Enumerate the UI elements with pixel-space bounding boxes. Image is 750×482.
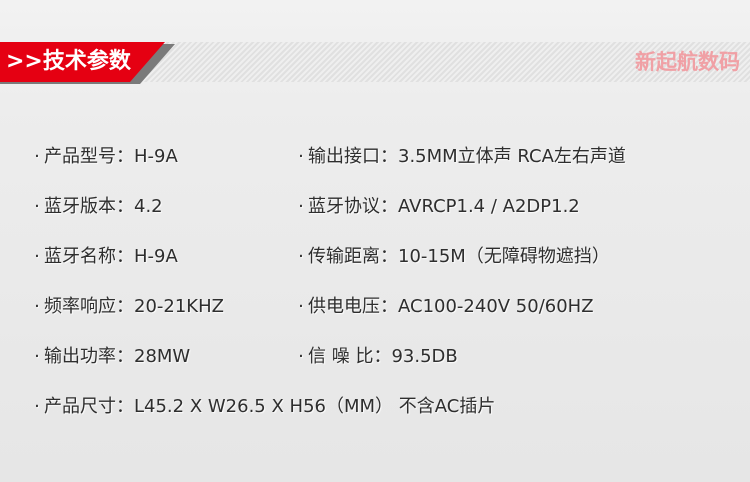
- spec-supply-voltage: ·供电电压：AC100-240V 50/60HZ: [294, 292, 594, 322]
- spec-bt-name: ·蓝牙名称：H-9A: [30, 242, 178, 272]
- spec-dimensions: ·产品尺寸：L45.2 X W26.5 X H56（MM） 不含AC插片: [30, 392, 495, 422]
- spec-text: 频率响应：20-21KHZ: [44, 296, 224, 317]
- brand-logo-text: 新起航数码: [635, 49, 740, 74]
- bullet-icon: ·: [298, 296, 304, 317]
- bullet-icon: ·: [298, 246, 304, 267]
- section-header: >>技术参数 新起航数码: [0, 42, 750, 84]
- spec-bt-protocol: ·蓝牙协议：AVRCP1.4 / A2DP1.2: [294, 192, 580, 222]
- spec-text: 信 噪 比：93.5DB: [308, 346, 458, 367]
- spec-snr: ·信 噪 比：93.5DB: [294, 342, 458, 372]
- bullet-icon: ·: [34, 396, 40, 417]
- spec-bt-version: ·蓝牙版本：4.2: [30, 192, 163, 222]
- section-title: >>技术参数: [6, 49, 131, 74]
- spec-text: 产品型号：H-9A: [44, 146, 178, 167]
- bullet-icon: ·: [298, 146, 304, 167]
- spec-output-power: ·输出功率：28MW: [30, 342, 190, 372]
- bullet-icon: ·: [34, 196, 40, 217]
- spec-text: 蓝牙协议：AVRCP1.4 / A2DP1.2: [308, 196, 580, 217]
- bullet-icon: ·: [298, 196, 304, 217]
- spec-text: 输出接口：3.5MM立体声 RCA左右声道: [308, 146, 626, 167]
- bullet-icon: ·: [34, 146, 40, 167]
- spec-range: ·传输距离：10-15M（无障碍物遮挡）: [294, 242, 610, 272]
- bullet-icon: ·: [34, 296, 40, 317]
- spec-text: 输出功率：28MW: [44, 346, 191, 367]
- bullet-icon: ·: [34, 346, 40, 367]
- bullet-icon: ·: [298, 346, 304, 367]
- spec-text: 蓝牙版本：4.2: [44, 196, 163, 217]
- spec-output-interface: ·输出接口：3.5MM立体声 RCA左右声道: [294, 142, 626, 172]
- spec-model: ·产品型号：H-9A: [30, 142, 178, 172]
- spec-text: 产品尺寸：L45.2 X W26.5 X H56（MM） 不含AC插片: [44, 396, 496, 417]
- bullet-icon: ·: [34, 246, 40, 267]
- spec-text: 传输距离：10-15M（无障碍物遮挡）: [308, 246, 610, 267]
- spec-frequency-response: ·频率响应：20-21KHZ: [30, 292, 224, 322]
- spec-text: 蓝牙名称：H-9A: [44, 246, 178, 267]
- spec-text: 供电电压：AC100-240V 50/60HZ: [308, 296, 594, 317]
